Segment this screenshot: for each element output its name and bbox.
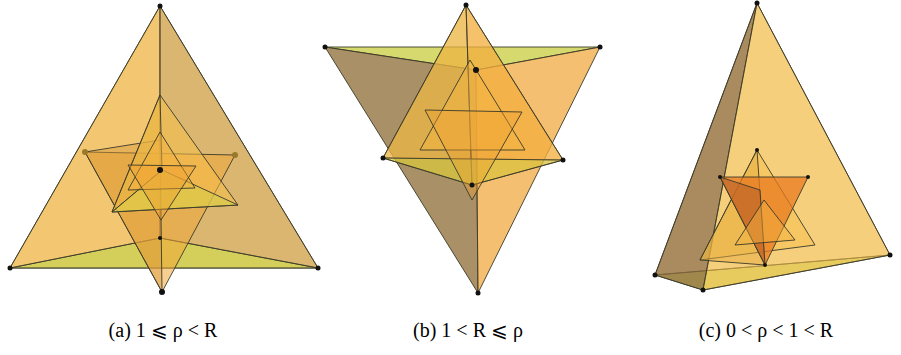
figure-b	[323, 3, 603, 296]
figure-c	[653, 1, 893, 293]
figure-a	[8, 4, 321, 296]
subfigure-caption: (a) 1 ⩽ ρ < R	[109, 318, 218, 342]
subfigure-caption: (b) 1 < R ⩽ ρ	[413, 318, 523, 342]
subfigure-caption: (c) 0 < ρ < 1 < R	[699, 318, 833, 342]
